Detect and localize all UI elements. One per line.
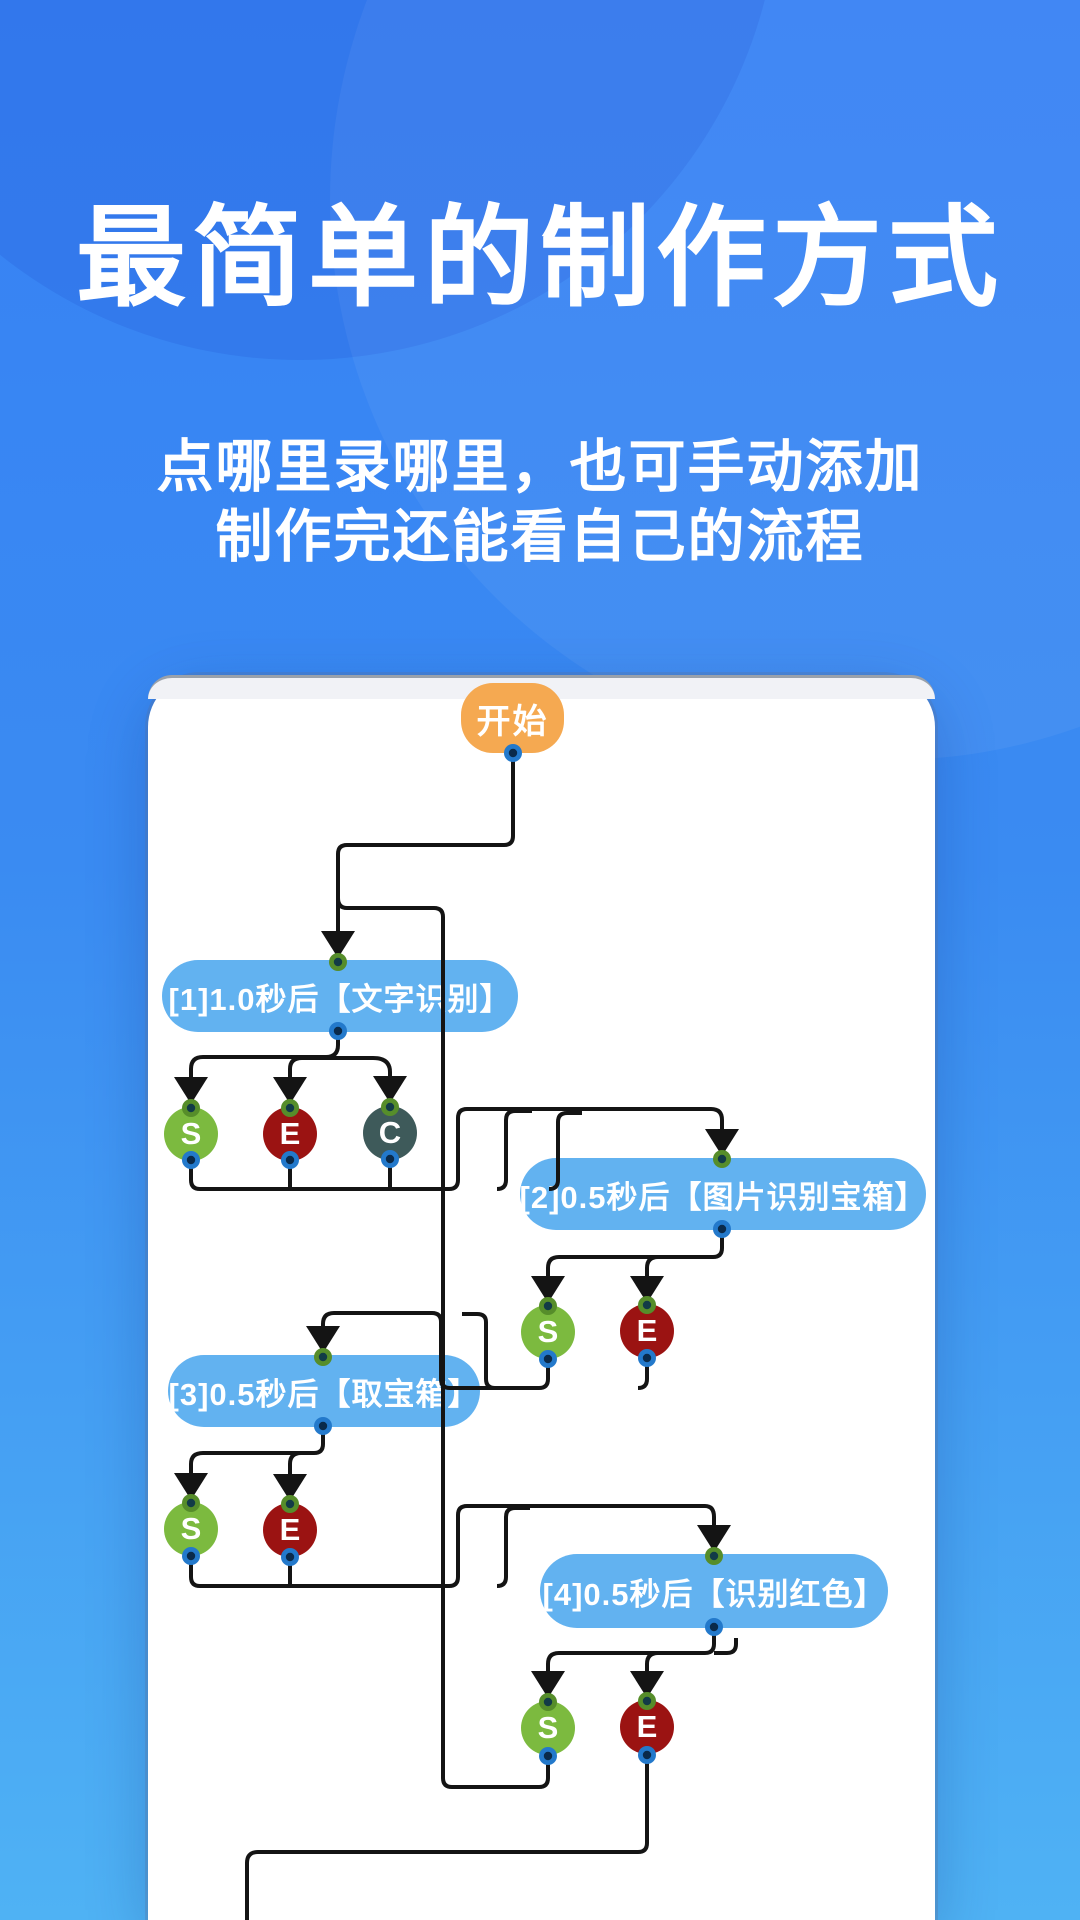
- branch-complete-node-1[interactable]: C: [363, 1106, 417, 1160]
- flow-start-node[interactable]: 开始: [461, 683, 564, 753]
- page-title: 最简单的制作方式: [76, 197, 1004, 320]
- background-circle-decoration: [330, 0, 1080, 760]
- flow-action-node-1[interactable]: [1]1.0秒后【文字识别】: [162, 960, 518, 1032]
- branch-error-node-4[interactable]: E: [620, 1700, 674, 1754]
- flow-action-node-4[interactable]: [4]0.5秒后【识别红色】: [540, 1554, 888, 1628]
- page-subtitle: 点哪里录哪里，也可手动添加 制作完还能看自己的流程: [0, 432, 1080, 572]
- flow-action-node-3[interactable]: [3]0.5秒后【取宝箱】: [168, 1355, 480, 1427]
- branch-error-node-1[interactable]: E: [263, 1107, 317, 1161]
- subtitle-line-2: 制作完还能看自己的流程: [215, 505, 865, 569]
- branch-success-node-2[interactable]: S: [521, 1305, 575, 1359]
- branch-success-node-1[interactable]: S: [164, 1107, 218, 1161]
- flow-action-node-2[interactable]: [2]0.5秒后【图片识别宝箱】: [520, 1158, 926, 1230]
- subtitle-line-1: 点哪里录哪里，也可手动添加: [156, 435, 924, 499]
- branch-success-node-4[interactable]: S: [521, 1701, 575, 1755]
- branch-error-node-2[interactable]: E: [620, 1304, 674, 1358]
- branch-success-node-3[interactable]: S: [164, 1502, 218, 1556]
- branch-error-node-3[interactable]: E: [263, 1503, 317, 1557]
